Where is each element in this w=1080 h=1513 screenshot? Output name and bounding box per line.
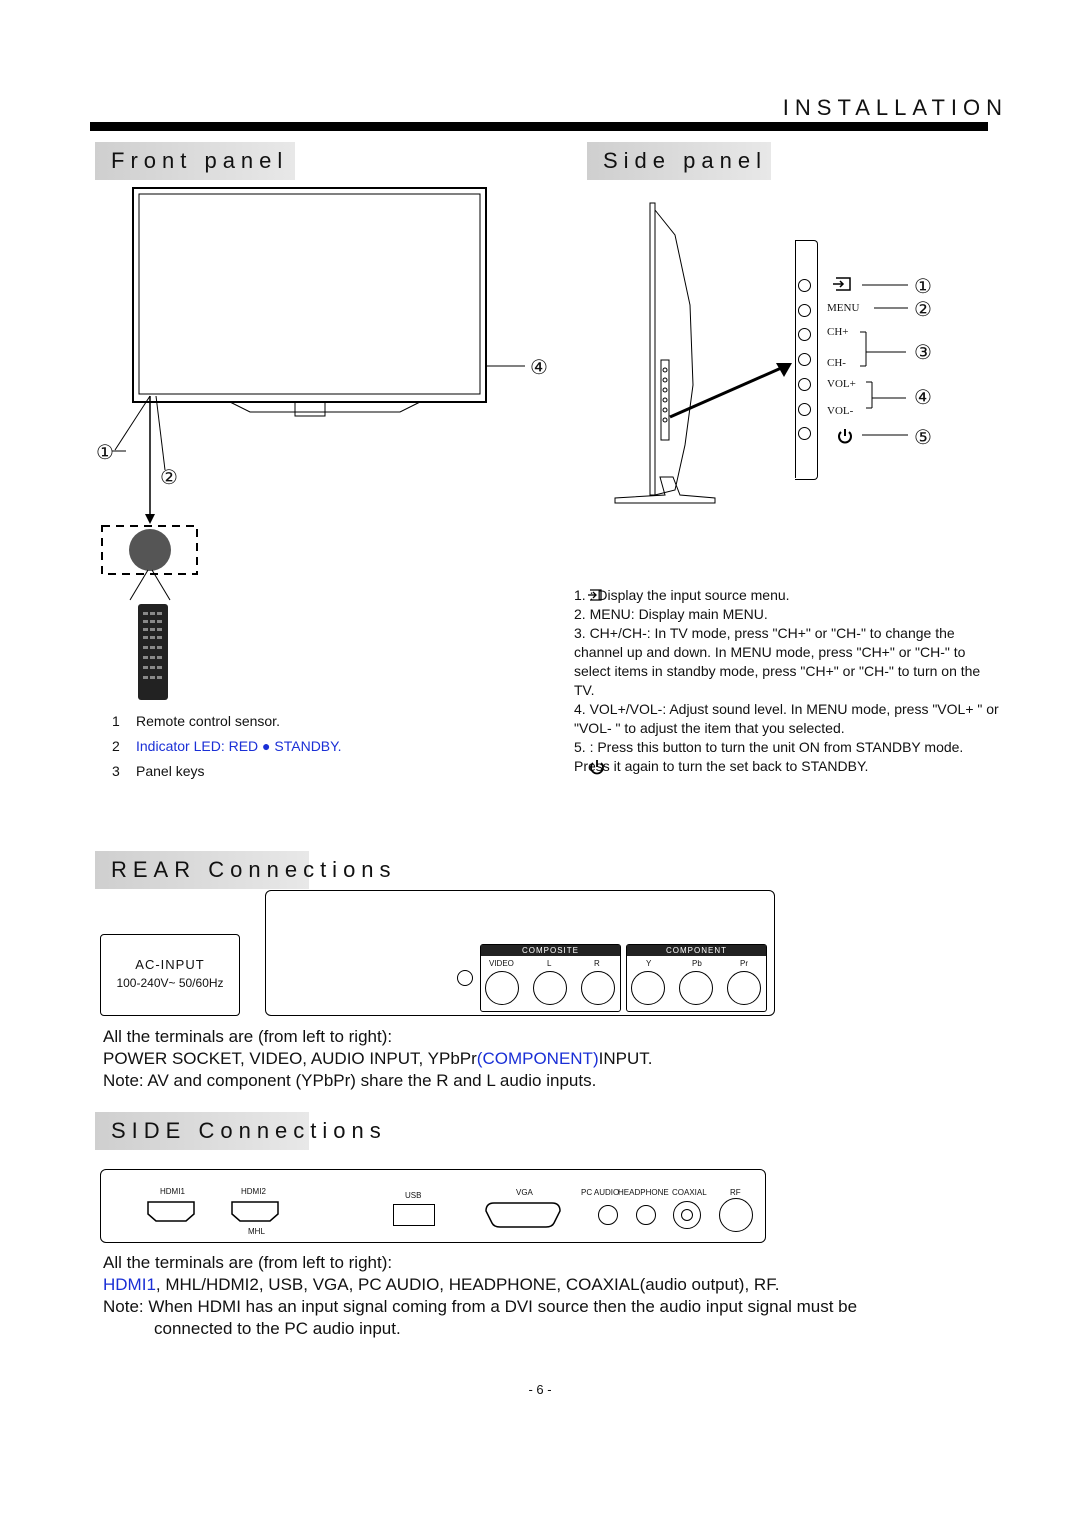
page-number: - 6 - bbox=[528, 1382, 552, 1397]
pb-jack[interactable] bbox=[679, 971, 713, 1005]
page-section-title: INSTALLATION bbox=[782, 95, 1008, 120]
coaxial-jack[interactable] bbox=[673, 1201, 701, 1229]
input-key[interactable] bbox=[798, 279, 811, 292]
vol-minus-key[interactable] bbox=[798, 403, 811, 416]
input-source-icon bbox=[588, 589, 602, 601]
y-jack[interactable] bbox=[631, 971, 665, 1005]
desc-volume: 4. VOL+/VOL-: Adjust sound level. In MEN… bbox=[574, 701, 999, 736]
rear-panel bbox=[265, 890, 775, 1016]
audio-r-jack[interactable] bbox=[581, 971, 615, 1005]
composite-block: COMPOSITE bbox=[480, 944, 621, 1012]
side-key-strip bbox=[795, 240, 818, 480]
side-callout-3: ③ bbox=[914, 342, 932, 364]
front-callout-2: ② bbox=[160, 467, 178, 489]
vol-plus-label: VOL+ bbox=[827, 378, 856, 390]
pc-audio-jack[interactable] bbox=[598, 1205, 618, 1225]
side-panel-arrow bbox=[669, 363, 792, 419]
ch-plus-label: CH+ bbox=[827, 326, 849, 338]
front-panel-heading: Front panel bbox=[95, 142, 295, 180]
vol-minus-label: VOL- bbox=[827, 405, 854, 417]
input-source-icon bbox=[833, 277, 851, 291]
menu-key[interactable] bbox=[798, 304, 811, 317]
front-callout-1: ① bbox=[96, 442, 114, 464]
legend-panel-keys: Panel keys bbox=[136, 763, 205, 779]
rear-description: All the terminals are (from left to righ… bbox=[103, 1027, 653, 1090]
side-connector-panel bbox=[100, 1169, 766, 1243]
ch-minus-key[interactable] bbox=[798, 353, 811, 366]
legend-remote-sensor: Remote control sensor. bbox=[136, 713, 280, 729]
headphone-jack[interactable] bbox=[636, 1205, 656, 1225]
side-callout-4: ④ bbox=[914, 387, 932, 409]
desc-input: 1. : Display the input source menu. bbox=[574, 587, 790, 603]
power-key[interactable] bbox=[798, 427, 811, 440]
desc-menu: 2. MENU: Display main MENU. bbox=[574, 606, 768, 622]
tv-side-profile bbox=[614, 202, 716, 504]
side-callout-1: ① bbox=[914, 276, 932, 298]
ac-input-socket: AC-INPUT 100-240V~ 50/60Hz bbox=[100, 934, 240, 1016]
desc-channel: 3. CH+/CH-: In TV mode, press "CH+" or "… bbox=[574, 625, 981, 698]
component-block: COMPONENT bbox=[626, 944, 767, 1012]
rear-connections-heading: REAR Connections bbox=[95, 851, 391, 889]
legend-indicator-led: Indicator LED: RED ● STANDBY. bbox=[136, 738, 342, 754]
side-callout-2: ② bbox=[914, 299, 932, 321]
side-description: All the terminals are (from left to righ… bbox=[103, 1253, 858, 1338]
coaxial-jack-center bbox=[681, 1209, 693, 1221]
video-jack[interactable] bbox=[485, 971, 519, 1005]
vga-port[interactable] bbox=[482, 1199, 564, 1231]
rf-jack[interactable] bbox=[719, 1198, 753, 1232]
front-panel-diagram bbox=[101, 187, 525, 700]
hdmi1-port[interactable] bbox=[145, 1199, 197, 1225]
ch-minus-label: CH- bbox=[827, 357, 846, 369]
power-icon bbox=[590, 760, 604, 775]
header-rule bbox=[90, 122, 988, 131]
usb-port[interactable] bbox=[393, 1204, 435, 1226]
side-connections-heading: SIDE Connections bbox=[95, 1112, 381, 1150]
ch-plus-key[interactable] bbox=[798, 328, 811, 341]
hdmi2-port[interactable] bbox=[229, 1199, 281, 1225]
side-panel-descriptions: 1. : Display the input source menu. 2. M… bbox=[574, 586, 999, 776]
vol-plus-key[interactable] bbox=[798, 378, 811, 391]
front-callout-4: ④ bbox=[530, 357, 548, 379]
audio-l-jack[interactable] bbox=[533, 971, 567, 1005]
power-icon bbox=[838, 429, 852, 444]
side-key-callout-lines bbox=[860, 284, 908, 436]
side-panel-heading: Side panel bbox=[587, 142, 771, 180]
side-callout-5: ⑤ bbox=[914, 427, 932, 449]
desc-power: 5. : Press this button to turn the unit … bbox=[574, 739, 964, 774]
rear-screw bbox=[457, 970, 473, 986]
pr-jack[interactable] bbox=[727, 971, 761, 1005]
menu-label: MENU bbox=[827, 302, 860, 314]
